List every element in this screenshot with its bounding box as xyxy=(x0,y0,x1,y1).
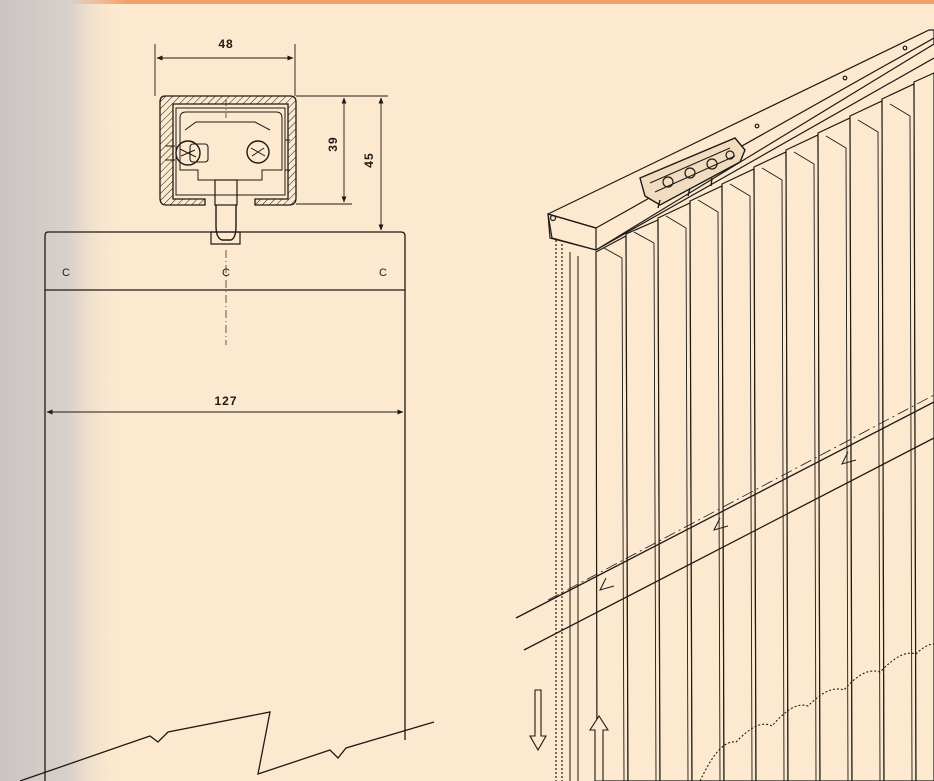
slat-profile xyxy=(19,231,435,781)
binding-shadow xyxy=(0,0,125,781)
dim-rail-inner-height: 39 xyxy=(326,136,340,151)
vertical-blind-perspective xyxy=(515,29,934,781)
slat-hole-right: C xyxy=(379,267,387,279)
cord-up-arrow xyxy=(588,714,610,781)
slat-hole-left: C xyxy=(62,267,70,279)
cord-down-arrow xyxy=(529,689,547,752)
dim-rail-width: 48 xyxy=(218,37,233,51)
dim-slat-width: 127 xyxy=(214,394,237,408)
dim-rail-total-height: 45 xyxy=(362,152,376,167)
tilt-mechanism xyxy=(639,137,746,209)
top-orange-band xyxy=(0,0,934,4)
slat-hole-center: C xyxy=(222,267,230,279)
